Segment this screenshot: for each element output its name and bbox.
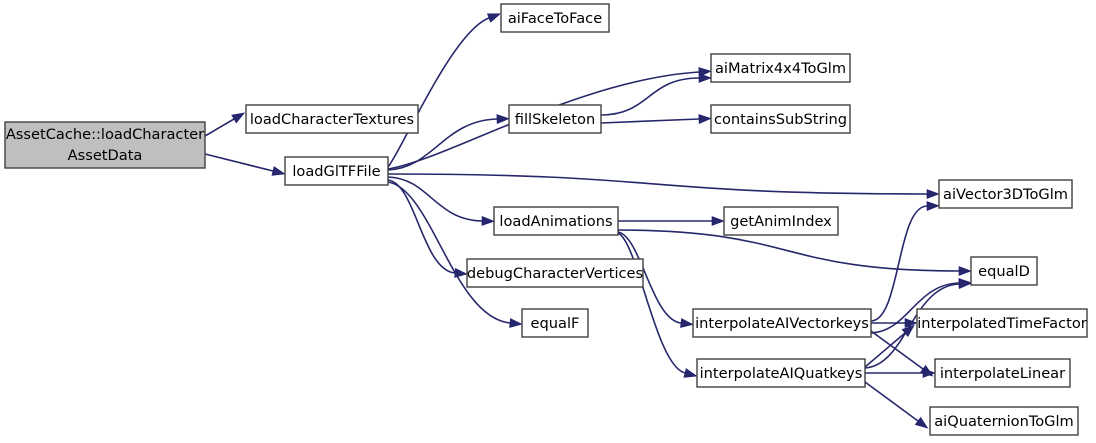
node-loadGlTFFile[interactable]: loadGlTFFile — [284, 156, 389, 186]
node-box-interpolateAIQuatkeys[interactable] — [696, 358, 866, 388]
node-box-aiFaceToFace[interactable] — [500, 3, 610, 33]
edge-interpolateAIVectorkeys-to-interpolateLinear — [870, 330, 924, 370]
node-box-root[interactable] — [4, 121, 206, 169]
edge-loadGlTFFile-to-aiFaceToFace — [387, 17, 490, 168]
edge-fillSkeleton-to-aiMatrix4x4ToGlm — [600, 77, 700, 116]
arrowhead-loadGlTFFile-to-aiFaceToFace — [487, 13, 502, 23]
edge-root-to-loadGlTFFile — [204, 153, 274, 172]
node-box-containsSubString[interactable] — [710, 104, 851, 134]
node-box-debugCharacterVertices[interactable] — [466, 258, 644, 288]
node-label-aiFaceToFace: aiFaceToFace — [508, 10, 602, 27]
node-box-loadTextures[interactable] — [245, 104, 419, 134]
arrowhead-loadGlTFFile-to-equalF — [509, 318, 523, 328]
edge-loadGlTFFile-to-aiVector3DToGlm — [387, 173, 928, 195]
node-label-aiVector3DToGlm: aiVector3DToGlm — [943, 186, 1068, 203]
arrowhead-fillSkeleton-to-containsSubString — [698, 114, 712, 124]
node-interpolateAIVectorkeys[interactable]: interpolateAIVectorkeys — [692, 308, 872, 338]
node-aiVector3DToGlm[interactable]: aiVector3DToGlm — [938, 179, 1073, 209]
node-debugCharacterVertices[interactable]: debugCharacterVertices — [466, 258, 644, 288]
node-box-aiVector3DToGlm[interactable] — [938, 179, 1073, 209]
arrowhead-loadAnimations-to-equalD — [958, 266, 972, 276]
node-box-interpolatedTimeFactor[interactable] — [916, 308, 1088, 338]
edge-loadAnimations-to-interpolateAIVectorkeys — [617, 231, 682, 324]
edge-interpolateAIQuatkeys-to-aiQuaternionToGlm — [864, 381, 919, 422]
node-box-getAnimIndex[interactable] — [723, 206, 839, 236]
arrowhead-interpolateAIQuatkeys-to-interpolatedTimeFactor — [901, 324, 915, 337]
node-interpolateLinear[interactable]: interpolateLinear — [934, 358, 1071, 388]
node-loadTextures[interactable]: loadCharacterTextures — [245, 104, 419, 134]
arrowhead-loadGlTFFile-to-loadAnimations — [481, 216, 495, 226]
arrowhead-fillSkeleton-to-aiMatrix4x4ToGlm — [698, 73, 712, 83]
node-label-interpolateAIVectorkeys: interpolateAIVectorkeys — [695, 315, 869, 332]
node-interpolatedTimeFactor[interactable]: interpolatedTimeFactor — [916, 308, 1088, 338]
node-aiQuaternionToGlm[interactable]: aiQuaternionToGlm — [929, 406, 1079, 436]
edge-loadGlTFFile-to-equalF — [387, 181, 511, 324]
node-equalD[interactable]: equalD — [970, 256, 1038, 286]
edge-loadAnimations-to-equalD — [617, 229, 960, 272]
arrowhead-interpolateAIVectorkeys-to-aiVector3DToGlm — [926, 201, 940, 211]
node-box-interpolateLinear[interactable] — [934, 358, 1071, 388]
node-box-loadGlTFFile[interactable] — [284, 156, 389, 186]
node-box-aiQuaternionToGlm[interactable] — [929, 406, 1079, 436]
node-label-interpolateLinear: interpolateLinear — [940, 365, 1065, 382]
node-aiFaceToFace[interactable]: aiFaceToFace — [500, 3, 610, 33]
arrowhead-loadGlTFFile-to-aiVector3DToGlm — [926, 189, 940, 199]
edge-interpolateAIVectorkeys-to-aiVector3DToGlm — [870, 205, 928, 322]
node-label-root-line1: AssetCache::loadCharacter — [6, 126, 204, 143]
node-label-loadTextures: loadCharacterTextures — [250, 111, 414, 128]
node-label-aiMatrix4x4ToGlm: aiMatrix4x4ToGlm — [715, 60, 846, 77]
node-label-aiQuaternionToGlm: aiQuaternionToGlm — [934, 413, 1074, 430]
node-label-equalF: equalF — [531, 315, 580, 332]
node-label-interpolatedTimeFactor: interpolatedTimeFactor — [917, 315, 1087, 332]
node-loadAnimations[interactable]: loadAnimations — [493, 206, 619, 236]
node-box-interpolateAIVectorkeys[interactable] — [692, 308, 872, 338]
arrowhead-interpolateAIQuatkeys-to-equalD — [958, 279, 972, 289]
edge-root-to-loadTextures — [204, 118, 235, 137]
node-label-containsSubString: containsSubString — [714, 111, 847, 128]
edge-interpolateAIQuatkeys-to-equalD — [864, 283, 960, 369]
node-equalF[interactable]: equalF — [521, 308, 589, 338]
node-label-equalD: equalD — [978, 263, 1030, 280]
node-aiMatrix4x4ToGlm[interactable]: aiMatrix4x4ToGlm — [710, 53, 851, 83]
arrowhead-interpolateAIQuatkeys-to-aiQuaternionToGlm — [914, 416, 929, 429]
node-box-equalF[interactable] — [521, 308, 589, 338]
edge-loadGlTFFile-to-debugCharacterVertices — [387, 179, 456, 274]
node-label-loadAnimations: loadAnimations — [499, 213, 612, 230]
arrowhead-root-to-loadGlTFFile — [271, 166, 286, 176]
node-label-interpolateAIQuatkeys: interpolateAIQuatkeys — [700, 365, 863, 382]
arrowhead-loadAnimations-to-interpolateAIQuatkeys — [683, 368, 698, 378]
node-label-fillSkeleton: fillSkeleton — [515, 111, 595, 128]
arrowhead-interpolateAIQuatkeys-to-interpolateLinear — [922, 368, 936, 378]
node-box-loadAnimations[interactable] — [493, 206, 619, 236]
edge-loadAnimations-to-interpolateAIQuatkeys — [617, 232, 686, 374]
arrowhead-loadAnimations-to-interpolateAIVectorkeys — [680, 318, 694, 328]
node-box-fillSkeleton[interactable] — [508, 104, 602, 134]
node-interpolateAIQuatkeys[interactable]: interpolateAIQuatkeys — [696, 358, 866, 388]
node-label-getAnimIndex: getAnimIndex — [730, 213, 832, 230]
arrowhead-root-to-loadTextures — [231, 112, 246, 124]
node-label-debugCharacterVertices: debugCharacterVertices — [467, 265, 643, 282]
node-fillSkeleton[interactable]: fillSkeleton — [508, 104, 602, 134]
node-getAnimIndex[interactable]: getAnimIndex — [723, 206, 839, 236]
edge-interpolateAIQuatkeys-to-interpolatedTimeFactor — [864, 332, 906, 368]
node-label-root-line2: AssetData — [68, 147, 143, 164]
edge-layer — [204, 13, 972, 429]
node-containsSubString[interactable]: containsSubString — [710, 104, 851, 134]
edge-interpolateAIVectorkeys-to-equalD — [870, 282, 960, 334]
arrowhead-loadAnimations-to-getAnimIndex — [711, 216, 725, 226]
edge-loadGlTFFile-to-fillSkeleton — [387, 118, 498, 171]
node-label-loadGlTFFile: loadGlTFFile — [292, 163, 380, 180]
edge-loadGlTFFile-to-loadAnimations — [387, 176, 483, 222]
arrowhead-loadGlTFFile-to-fillSkeleton — [496, 114, 510, 124]
edge-fillSkeleton-to-containsSubString — [600, 118, 700, 124]
node-box-equalD[interactable] — [970, 256, 1038, 286]
node-box-aiMatrix4x4ToGlm[interactable] — [710, 53, 851, 83]
